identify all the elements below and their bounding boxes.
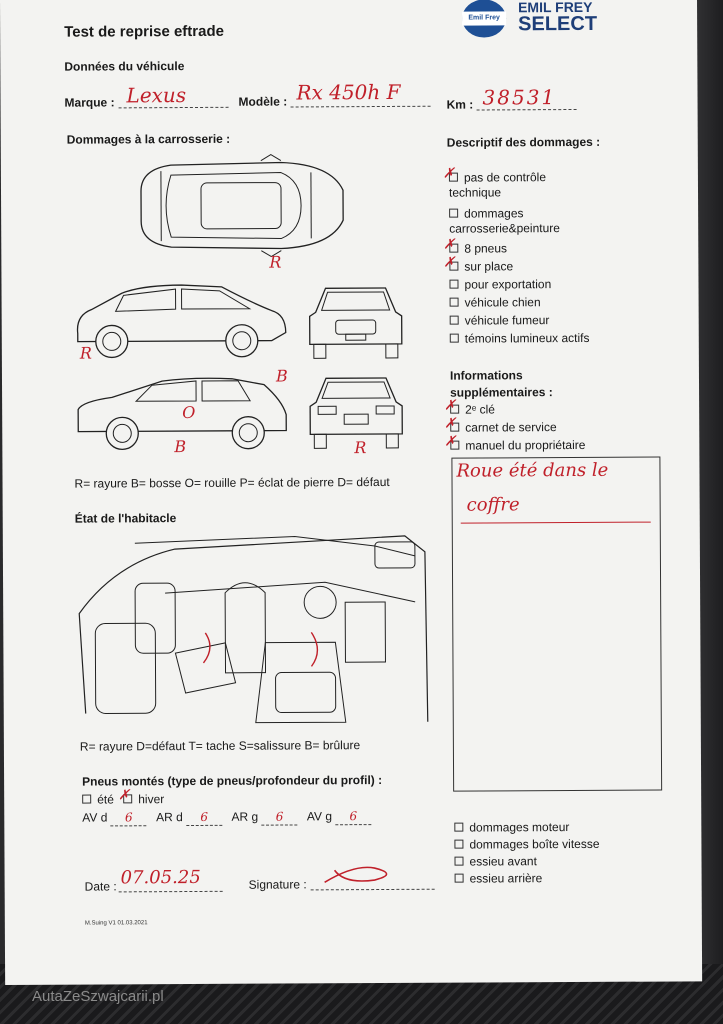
- footer-version: M.Suing V1 01.03.2021: [84, 920, 148, 927]
- marque-value: Lexus: [126, 83, 187, 108]
- check-owner-manual[interactable]: ✗manuel du propriétaire: [444, 433, 586, 453]
- damage-mark-rear-quarter: B: [275, 366, 288, 386]
- logo-line2: SELECT: [518, 12, 598, 36]
- marque-label: Marque :: [64, 95, 115, 110]
- check-smoker-vehicle[interactable]: véhicule fumeur: [449, 313, 550, 329]
- car-side-view-left-diagram: [76, 284, 287, 359]
- emil-frey-logo: Emil Frey EMIL FREY SELECT: [458, 0, 608, 42]
- interior-legend: R= rayure D=défaut T= tache S=salissure …: [79, 738, 361, 754]
- check-no-inspection[interactable]: ✗pas de contrôle technique: [442, 165, 547, 200]
- damage-description-title: Descriptif des dommages :: [446, 134, 601, 150]
- car-top-view-diagram: [140, 154, 344, 258]
- car-side-view-right-diagram: [77, 377, 287, 451]
- tire-ete-label: été: [97, 792, 114, 807]
- damage-mark-rear: R: [354, 438, 367, 458]
- car-front-view-diagram: [309, 287, 403, 359]
- check-on-site[interactable]: ✗sur place: [443, 254, 514, 274]
- signature-label: Signature :: [248, 877, 307, 892]
- notes-box[interactable]: Roue été dans le coffre: [451, 456, 663, 792]
- extra-info-title: Informations supplémentaires :: [449, 368, 553, 400]
- date-value[interactable]: 07.05.25: [120, 866, 201, 889]
- ar-g-value[interactable]: 6: [261, 809, 298, 826]
- date-label: Date :: [84, 879, 117, 894]
- av-d-label: AV d: [82, 810, 108, 825]
- logo-badge-text: Emil Frey: [462, 11, 507, 26]
- check-body-paint-damage[interactable]: dommages carrosserie&peinture: [449, 206, 560, 236]
- damage-mark-sill: B: [174, 437, 187, 457]
- damage-mark-door: O: [182, 402, 196, 423]
- check-dog-vehicle[interactable]: véhicule chien: [449, 295, 541, 310]
- ar-d-value[interactable]: 6: [186, 809, 223, 827]
- body-damage-title: Dommages à la carrosserie :: [66, 131, 231, 147]
- check-front-axle[interactable]: essieu avant: [454, 854, 537, 869]
- tire-hiver-label: hiver: [138, 792, 165, 807]
- check-rear-axle[interactable]: essieu arrière: [454, 871, 543, 886]
- tire-ete-checkbox[interactable]: [82, 794, 92, 804]
- form-title: Test de reprise eftrade: [64, 22, 225, 41]
- damage-mark-side-left: R: [79, 343, 92, 363]
- av-g-label: AV g: [306, 809, 333, 824]
- check-export[interactable]: pour exportation: [449, 277, 551, 293]
- ar-d-label: AR d: [156, 810, 183, 825]
- av-d-value[interactable]: 6: [110, 810, 147, 827]
- check-warning-lights[interactable]: témoins lumineux actifs: [449, 331, 590, 347]
- av-g-value[interactable]: 6: [335, 809, 372, 826]
- modele-label: Modèle :: [238, 94, 288, 109]
- check-engine-damage[interactable]: dommages moteur: [454, 820, 569, 836]
- tire-depth-row: AV d 6 AR d 6 AR g 6 AV g 6: [82, 809, 372, 827]
- tires-section-title: Pneus montés (type de pneus/profondeur d…: [82, 773, 383, 789]
- modele-line: [290, 105, 431, 108]
- check-8-tires[interactable]: ✗8 pneus: [443, 236, 508, 256]
- car-rear-view-diagram: [309, 377, 403, 449]
- tire-type-row: été ✗hiver: [82, 787, 165, 807]
- check-second-key[interactable]: ✗2ᵉ clé: [444, 397, 495, 417]
- km-label: Km :: [446, 97, 474, 112]
- notes-underline: [460, 521, 651, 524]
- form-sheet: Test de reprise eftrade Emil Frey EMIL F…: [0, 0, 703, 985]
- interior-section-title: État de l'habitacle: [74, 511, 177, 526]
- ar-g-label: AR g: [231, 809, 259, 824]
- date-line: [118, 890, 223, 893]
- watermark: AutaZeSzwajcarii.pl: [32, 988, 164, 1005]
- modele-value: Rx 450h F: [296, 79, 401, 105]
- notes-line2: coffre: [466, 494, 520, 516]
- check-gearbox-damage[interactable]: dommages boîte vitesse: [454, 837, 600, 853]
- signature-scribble[interactable]: [315, 860, 405, 888]
- check-service-book[interactable]: ✗carnet de service: [444, 415, 557, 435]
- notes-line1: Roue été dans le: [456, 459, 609, 482]
- logo-badge-icon: Emil Frey: [462, 0, 507, 38]
- body-damage-legend: R= rayure B= bosse O= rouille P= éclat d…: [74, 474, 390, 491]
- damage-mark-top: R: [269, 252, 282, 272]
- km-value: 38531: [482, 85, 557, 110]
- signature-line: [310, 888, 435, 891]
- vehicle-section-title: Données du véhicule: [64, 59, 185, 74]
- car-interior-diagram: [78, 535, 429, 724]
